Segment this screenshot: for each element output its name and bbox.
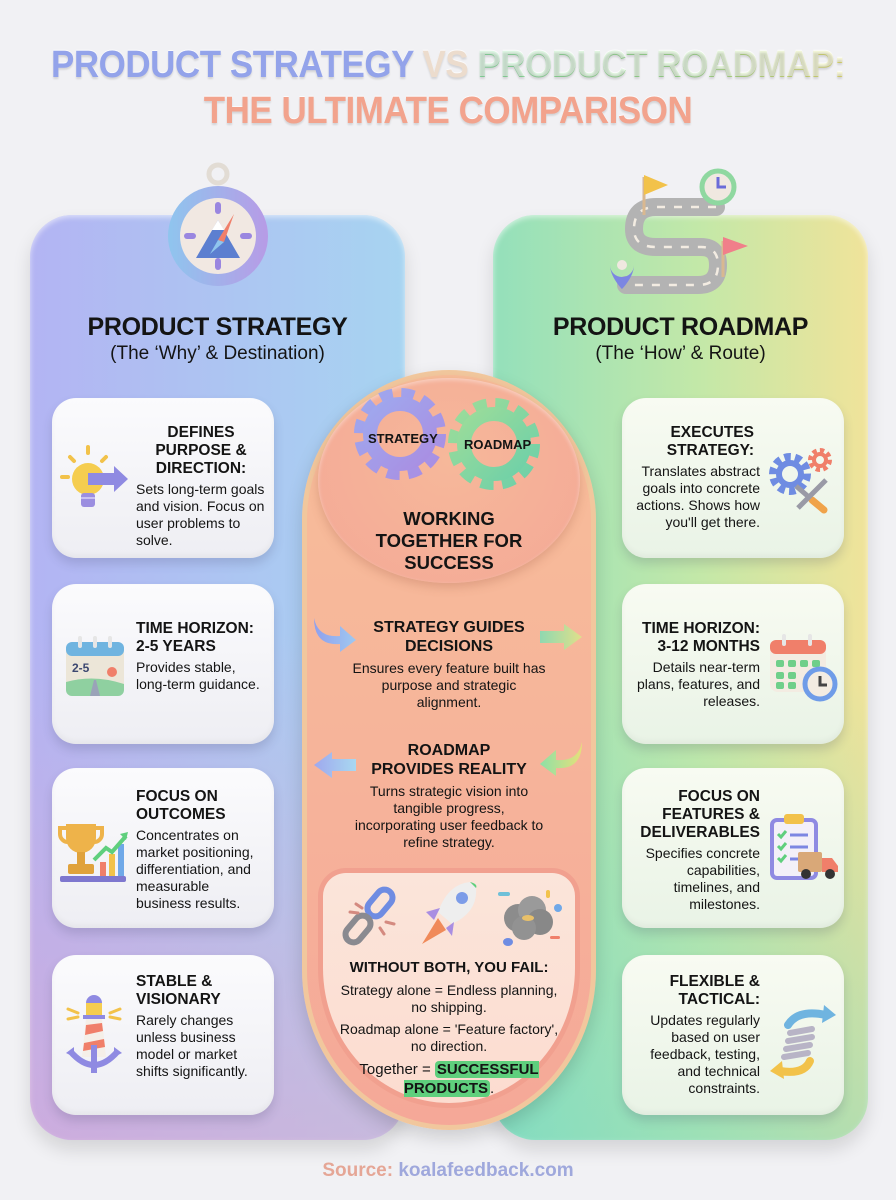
strategy-subtitle: (The ‘Why’ & Destination) <box>110 343 325 364</box>
together-statement: Together = SUCCESSFUL PRODUCTS. <box>359 1061 539 1097</box>
roadmap-gear-icon <box>446 396 542 492</box>
strategy-card-time-horizon: 2-5 TIME HORIZON: 2-5 YEARS Provides sta… <box>52 584 274 744</box>
card-heading: STABLE & VISIONARY <box>136 973 221 1008</box>
fail-strategy-alone: Strategy alone = Endless planning, no sh… <box>340 982 558 1015</box>
dust-cloud-icon <box>494 884 564 948</box>
card-heading: FOCUS ON OUTCOMES <box>136 788 226 823</box>
card-body: Updates regularly based on user feedback… <box>650 1012 760 1096</box>
card-body: Provides stable, long-term guidance. <box>136 659 260 692</box>
svg-text:2-5: 2-5 <box>72 661 90 675</box>
card-heading: TIME HORIZON: 2-5 YEARS <box>136 620 254 655</box>
gear-label-strategy: STRATEGY <box>368 431 438 446</box>
section-heading: ROADMAP PROVIDES REALITY <box>371 742 527 778</box>
roadmap-title: PRODUCT ROADMAP <box>552 313 809 341</box>
fail-heading: WITHOUT BOTH, YOU FAIL: <box>349 959 549 976</box>
roadmap-card-features: FOCUS ON FEATURES & DELIVERABLES Specifi… <box>622 768 844 928</box>
card-heading: EXECUTES STRATEGY: <box>666 424 754 459</box>
strategy-card-outcomes: FOCUS ON OUTCOMES Concentrates on market… <box>52 768 274 928</box>
winding-road-icon <box>606 165 756 295</box>
card-body: Sets long-term goals and vision. Focus o… <box>136 481 265 548</box>
strategy-gear-icon <box>352 386 448 482</box>
curved-arrow-left-icon <box>536 738 586 783</box>
strategy-card-purpose: DEFINES PURPOSE & DIRECTION: Sets long-t… <box>52 398 274 558</box>
fail-roadmap-alone: Roadmap alone = 'Feature factory', no di… <box>339 1021 559 1054</box>
broken-chain-icon <box>338 884 408 948</box>
title-subtitle: THE ULTIMATE COMPARISON <box>203 90 693 132</box>
arrow-right-icon <box>538 622 584 657</box>
calendar-clock-icon <box>768 632 838 712</box>
strategy-title: PRODUCT STRATEGY <box>87 313 348 341</box>
title-vs: VS <box>422 44 469 86</box>
strategy-card-stable: STABLE & VISIONARY Rarely changes unless… <box>52 955 274 1115</box>
source-link[interactable]: koalafeedback.com <box>398 1160 574 1181</box>
title-roadmap: PRODUCT ROADMAP: <box>477 44 846 86</box>
gear-label-roadmap: ROADMAP <box>464 437 532 452</box>
card-heading: FLEXIBLE & TACTICAL: <box>669 973 760 1008</box>
strategy-guides-section: STRATEGY GUIDES DECISIONS Ensures every … <box>318 618 580 711</box>
card-heading: DEFINES PURPOSE & DIRECTION: <box>155 424 247 477</box>
card-body: Specifies concrete capabilities, timelin… <box>645 845 760 912</box>
card-body: Details near-term plans, features, and r… <box>637 659 760 709</box>
without-both-section: WITHOUT BOTH, YOU FAIL: Strategy alone =… <box>328 958 570 1098</box>
section-body: Turns strategic vision into tangible pro… <box>354 783 544 850</box>
spring-arrows-icon <box>768 1003 838 1083</box>
roadmap-provides-section: ROADMAP PROVIDES REALITY Turns strategic… <box>318 741 580 851</box>
card-body: Concentrates on market positioning, diff… <box>136 827 254 911</box>
curved-arrow-right-icon <box>310 614 360 659</box>
roadmap-card-flexible: FLEXIBLE & TACTICAL: Updates regularly b… <box>622 955 844 1115</box>
card-body: Translates abstract goals into concrete … <box>636 463 760 530</box>
section-body: Ensures every feature built has purpose … <box>352 660 546 710</box>
gears-wrench-icon <box>766 446 836 526</box>
roadmap-subtitle: (The ‘How’ & Route) <box>595 343 766 364</box>
card-heading: FOCUS ON FEATURES & DELIVERABLES <box>640 788 760 841</box>
title-strategy: PRODUCT STRATEGY <box>50 44 414 86</box>
lighthouse-anchor-icon <box>64 995 134 1075</box>
arrow-left-icon <box>312 750 358 785</box>
page-title: PRODUCT STRATEGY VS PRODUCT ROADMAP: THE… <box>36 42 860 134</box>
card-heading: TIME HORIZON: 3-12 MONTHS <box>642 620 760 655</box>
strategy-header: PRODUCT STRATEGY (The ‘Why’ & Destinatio… <box>30 312 405 366</box>
source-label: Source: <box>322 1160 394 1181</box>
calendar-road-icon: 2-5 <box>64 636 134 716</box>
roadmap-card-executes: EXECUTES STRATEGY: Translates abstract g… <box>622 398 844 558</box>
card-body: Rarely changes unless business model or … <box>136 1012 248 1079</box>
rocket-icon <box>418 878 482 950</box>
compass-icon <box>162 158 274 288</box>
working-together-badge <box>318 378 580 583</box>
clipboard-truck-icon <box>768 812 838 892</box>
source-footer: Source: koalafeedback.com <box>0 1160 896 1182</box>
lightbulb-arrow-icon <box>60 443 130 523</box>
roadmap-header: PRODUCT ROADMAP (The ‘How’ & Route) <box>493 312 868 366</box>
roadmap-card-time-horizon: TIME HORIZON: 3-12 MONTHS Details near-t… <box>622 584 844 744</box>
trophy-chart-icon <box>58 820 128 900</box>
section-heading: STRATEGY GUIDES DECISIONS <box>373 619 525 655</box>
center-title: WORKING TOGETHER FOR SUCCESS <box>375 508 523 573</box>
